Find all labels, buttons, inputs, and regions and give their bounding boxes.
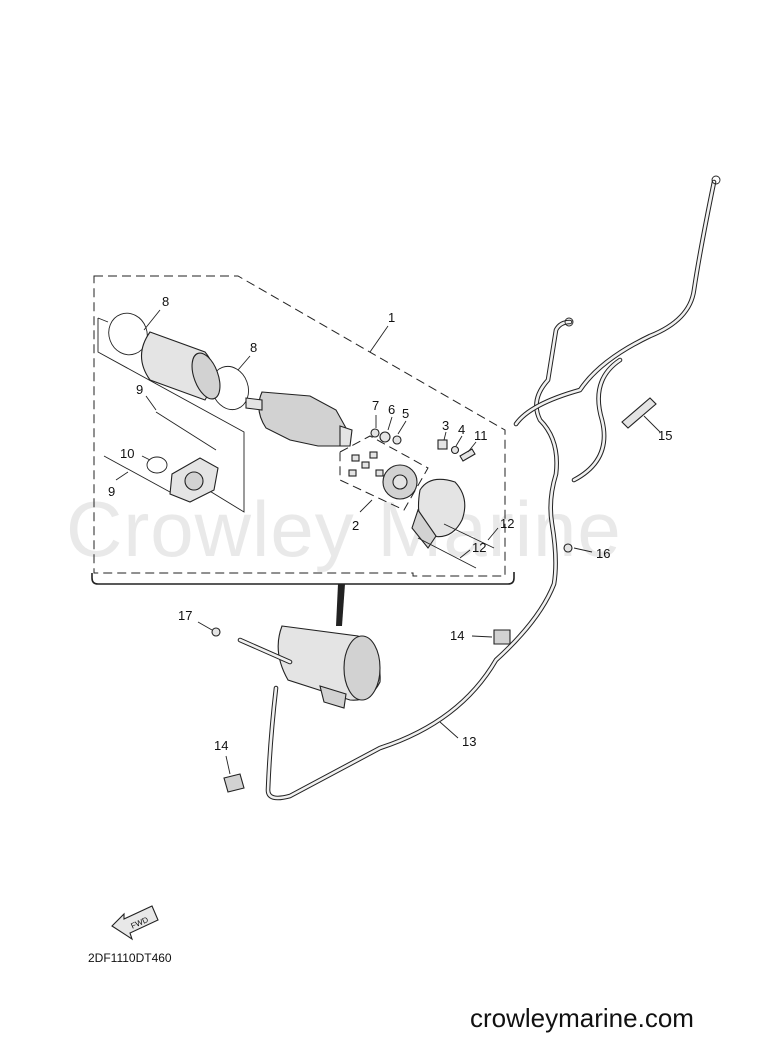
bolt-9-upper <box>155 411 217 451</box>
fwd-arrow-icon: FWD <box>111 905 159 941</box>
nut-17 <box>211 627 221 637</box>
washer-5 <box>392 435 402 445</box>
subgroup-bracket-2 <box>97 317 109 323</box>
callout-9-lower: 9 <box>108 484 115 499</box>
bolt-11 <box>459 448 476 462</box>
bolt-16 <box>563 543 573 553</box>
callout-12-lower: 12 <box>472 540 486 555</box>
battery-cable-terminal <box>711 175 721 185</box>
washer-4 <box>450 445 460 455</box>
callout-15: 15 <box>658 428 672 443</box>
front-cover-bracket <box>411 508 437 549</box>
brush-subgroup-outline <box>339 435 429 511</box>
through-bolt-12-lower <box>417 537 477 569</box>
subgroup-bracket <box>97 318 245 513</box>
battery-cable <box>513 179 717 483</box>
armature-commutator <box>339 425 353 447</box>
callout-1: 1 <box>388 310 395 325</box>
callout-11: 11 <box>474 428 488 443</box>
through-bolt-12-upper <box>443 523 495 549</box>
cable-clamp-14-right <box>493 629 511 645</box>
starter-cable-terminal <box>564 317 574 327</box>
starter-motor-mount <box>319 685 347 709</box>
brush-holder-center <box>392 474 408 490</box>
nut-7 <box>370 428 380 438</box>
callout-13: 13 <box>462 734 476 749</box>
armature <box>258 391 347 447</box>
exploded-group-pointer <box>336 584 345 626</box>
exploded-group-bracket <box>91 572 515 585</box>
terminal-3 <box>437 439 448 450</box>
brush-parts <box>348 451 384 477</box>
callout-9-upper: 9 <box>136 382 143 397</box>
callout-10: 10 <box>120 446 134 461</box>
callout-8-front: 8 <box>162 294 169 309</box>
cable-clamp-14-left <box>223 773 245 793</box>
callout-14-left: 14 <box>214 738 228 753</box>
callout-7: 7 <box>372 398 379 413</box>
callout-5: 5 <box>402 406 409 421</box>
watermark-text: Crowley Marine <box>66 485 622 573</box>
starter-motor-end-cap <box>343 635 381 701</box>
callout-2: 2 <box>352 518 359 533</box>
yoke-housing-end <box>191 352 221 400</box>
exploded-group-outline <box>93 275 506 577</box>
callout-3: 3 <box>442 418 449 433</box>
callout-4: 4 <box>458 422 465 437</box>
callout-14-right: 14 <box>450 628 464 643</box>
cable-sleeve-15 <box>621 397 657 429</box>
website-link[interactable]: crowleymarine.com <box>470 1003 694 1033</box>
callout-12-upper: 12 <box>500 516 514 531</box>
bolt-9-lower <box>103 455 171 493</box>
callout-6: 6 <box>388 402 395 417</box>
armature-shaft <box>245 397 263 411</box>
callout-16: 16 <box>596 546 610 561</box>
callout-17: 17 <box>178 608 192 623</box>
leader-lines <box>115 309 661 775</box>
callout-8-rear: 8 <box>250 340 257 355</box>
rear-cover-boss <box>184 471 204 491</box>
o-ring-10 <box>146 456 168 474</box>
washer-6 <box>379 431 391 443</box>
drawing-code: 2DF1110DT460 <box>88 951 172 965</box>
